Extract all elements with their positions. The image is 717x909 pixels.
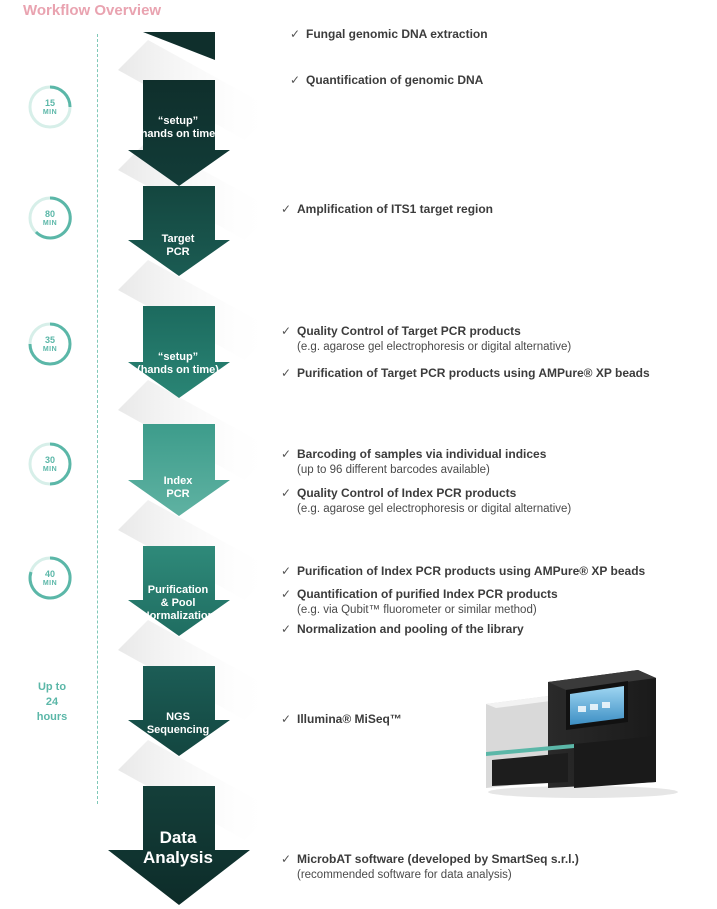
step-line: Analysis <box>143 848 213 867</box>
task-text: Amplification of ITS1 target region <box>297 202 494 216</box>
step-label-index-pcr: Index PCR <box>120 475 236 501</box>
arrow-step-7 <box>108 786 250 905</box>
check-icon: ✓ <box>290 27 301 41</box>
step-line: PCR <box>166 488 190 500</box>
step-line: “setup” <box>157 351 199 363</box>
step-line: Purification <box>147 584 209 596</box>
timer-value: 80 <box>44 209 55 219</box>
timer-rings <box>28 85 72 600</box>
step-line: Normalization <box>141 610 215 622</box>
timer-value: 15 <box>44 98 55 108</box>
task-subtext: (e.g. agarose gel electrophoresis or dig… <box>297 341 572 353</box>
step-line: Sequencing <box>146 724 210 736</box>
timer-unit: MIN <box>42 580 58 587</box>
check-icon: ✓ <box>281 324 292 338</box>
timer-unit: MIN <box>42 109 58 116</box>
hours-line: hours <box>36 711 68 723</box>
hours-line: 24 <box>45 696 59 708</box>
timer-value: 40 <box>44 569 55 579</box>
task-text: Barcoding of samples via individual indi… <box>297 447 547 461</box>
step-label-setup-1: “setup” (hands on time) <box>120 115 236 141</box>
task-subtext: (up to 96 different barcodes available) <box>297 464 490 476</box>
timer-unit: MIN <box>42 346 58 353</box>
task-subtext: (e.g. agarose gel electrophoresis or dig… <box>297 503 572 515</box>
arrow-step-4 <box>128 424 230 516</box>
check-icon: ✓ <box>281 564 292 578</box>
task-text: MicrobAT software (developed by SmartSeq… <box>297 852 579 866</box>
timeline-dashed-line <box>97 34 98 804</box>
task-subtext: (recommended software for data analysis) <box>297 869 512 881</box>
step-line: & Pool <box>160 597 196 609</box>
step-line: PCR <box>166 246 190 258</box>
step-line: Target <box>161 233 195 245</box>
task-text: Quantification of genomic DNA <box>306 73 484 87</box>
task-text: Purification of Target PCR products usin… <box>297 366 650 380</box>
arrow-step-1 <box>128 32 230 186</box>
arrow-step-3 <box>128 306 230 398</box>
task-subtext: (e.g. via Qubit™ fluorometer or similar … <box>297 604 537 616</box>
timer-unit: MIN <box>42 220 58 227</box>
task-text: Quantification of purified Index PCR pro… <box>297 587 558 601</box>
step-label-ngs: NGS Sequencing <box>120 711 236 737</box>
check-icon: ✓ <box>281 486 292 500</box>
step-label-data-analysis: Data Analysis <box>120 828 236 868</box>
arrow-step-5 <box>128 546 230 636</box>
step-line: Data <box>159 828 197 847</box>
check-icon: ✓ <box>281 202 292 216</box>
step-label-purification: Purification & Pool Normalization <box>120 584 236 623</box>
task-text: Quality Control of Index PCR products <box>297 486 517 500</box>
arrow-step-6 <box>128 666 230 756</box>
timer-5: 40 MIN <box>21 569 79 588</box>
check-icon: ✓ <box>281 587 292 601</box>
check-icon: ✓ <box>281 366 292 380</box>
miseq-instrument-image <box>486 670 678 798</box>
task-text: Quality Control of Target PCR products <box>297 324 521 338</box>
task-text: Illumina® MiSeq™ <box>297 712 402 726</box>
timer-3: 35 MIN <box>21 335 79 354</box>
check-icon: ✓ <box>281 852 292 866</box>
timer-unit: MIN <box>42 466 58 473</box>
step-line: Index <box>163 475 193 487</box>
step-line: (hands on time) <box>137 364 219 376</box>
page-title: Workflow Overview <box>23 2 162 19</box>
arrow-step-2 <box>128 186 230 276</box>
step-line: NGS <box>166 711 190 723</box>
timer-1: 15 MIN <box>21 98 79 117</box>
step-label-target-pcr: Target PCR <box>120 233 236 259</box>
step-line: “setup” <box>157 115 199 127</box>
step-line: (hands on time) <box>137 128 219 140</box>
step-label-setup-2: “setup” (hands on time) <box>120 351 236 377</box>
check-icon: ✓ <box>281 447 292 461</box>
check-icon: ✓ <box>290 73 301 87</box>
timer-value: 35 <box>44 335 55 345</box>
task-text: Purification of Index PCR products using… <box>297 564 646 578</box>
task-text: Fungal genomic DNA extraction <box>306 27 488 41</box>
task-text: Normalization and pooling of the library <box>297 622 524 636</box>
check-icon: ✓ <box>281 712 292 726</box>
check-icon: ✓ <box>281 622 292 636</box>
hours-label: Up to 24 hours <box>24 680 80 725</box>
hours-line: Up to <box>37 681 67 693</box>
timer-4: 30 MIN <box>21 455 79 474</box>
timer-value: 30 <box>44 455 55 465</box>
timer-2: 80 MIN <box>21 209 79 228</box>
